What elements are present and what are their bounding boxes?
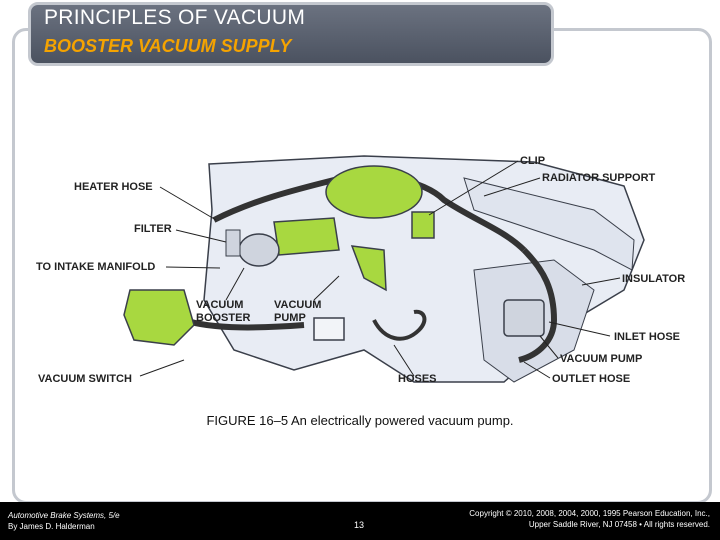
footer-copyright: Copyright © 2010, 2008, 2004, 2000, 1995… — [469, 508, 710, 530]
label-vacuum-pump-right: VACUUM PUMP — [560, 353, 642, 365]
radiator-support — [463, 177, 635, 271]
vacuum-pump-part — [313, 317, 345, 341]
pump-part-right — [503, 299, 545, 337]
footer-bar: Automotive Brake Systems, 5/e By James D… — [0, 502, 720, 540]
hose-right — [518, 247, 558, 363]
label-vacuum-pump-1: VACUUM — [274, 299, 321, 311]
label-clip: CLIP — [520, 155, 545, 167]
label-insulator: INSULATOR — [622, 273, 685, 285]
label-vacuum-switch: VACUUM SWITCH — [38, 373, 132, 385]
footer-page-number: 13 — [354, 520, 365, 530]
label-heater-hose: HEATER HOSE — [74, 181, 153, 193]
clip-part — [411, 211, 435, 239]
vacuum-pump-diagram: HEATER HOSE FILTER TO INTAKE MANIFOLD VA… — [36, 155, 685, 385]
label-hoses: HOSES — [398, 373, 437, 385]
slide-title: PRINCIPLES OF VACUUM — [44, 6, 306, 29]
footer-book-info: Automotive Brake Systems, 5/e By James D… — [8, 510, 120, 532]
footer-book-title: Automotive Brake Systems, 5/e — [8, 511, 120, 520]
label-vacuum-pump-2: PUMP — [274, 312, 306, 324]
footer-author: By James D. Halderman — [8, 522, 95, 531]
label-vacuum-booster-1: VACUUM — [196, 299, 243, 311]
footer-copyright-line-1: Copyright © 2010, 2008, 2004, 2000, 1995… — [469, 509, 710, 518]
filter-part — [225, 229, 241, 257]
figure-caption: FIGURE 16–5 An electrically powered vacu… — [206, 413, 514, 428]
label-to-intake-manifold: TO INTAKE MANIFOLD — [36, 261, 155, 273]
label-inlet-hose: INLET HOSE — [614, 331, 680, 343]
label-radiator-support: RADIATOR SUPPORT — [542, 172, 656, 184]
bracket-green — [350, 245, 387, 292]
slide-subtitle: BOOSTER VACUUM SUPPLY — [44, 36, 292, 56]
title-box — [28, 2, 554, 66]
master-cylinder — [273, 217, 340, 256]
hose-hoses — [372, 309, 427, 341]
footer-copyright-line-2: Upper Saddle River, NJ 07458 • All right… — [528, 520, 710, 529]
label-outlet-hose: OUTLET HOSE — [552, 373, 630, 385]
booster-canister — [238, 233, 280, 267]
air-cleaner — [325, 165, 423, 219]
label-vacuum-booster-2: BOOSTER — [196, 312, 250, 324]
vacuum-switch-part — [123, 289, 195, 346]
hose-lower — [183, 317, 305, 331]
label-filter: FILTER — [134, 223, 172, 235]
